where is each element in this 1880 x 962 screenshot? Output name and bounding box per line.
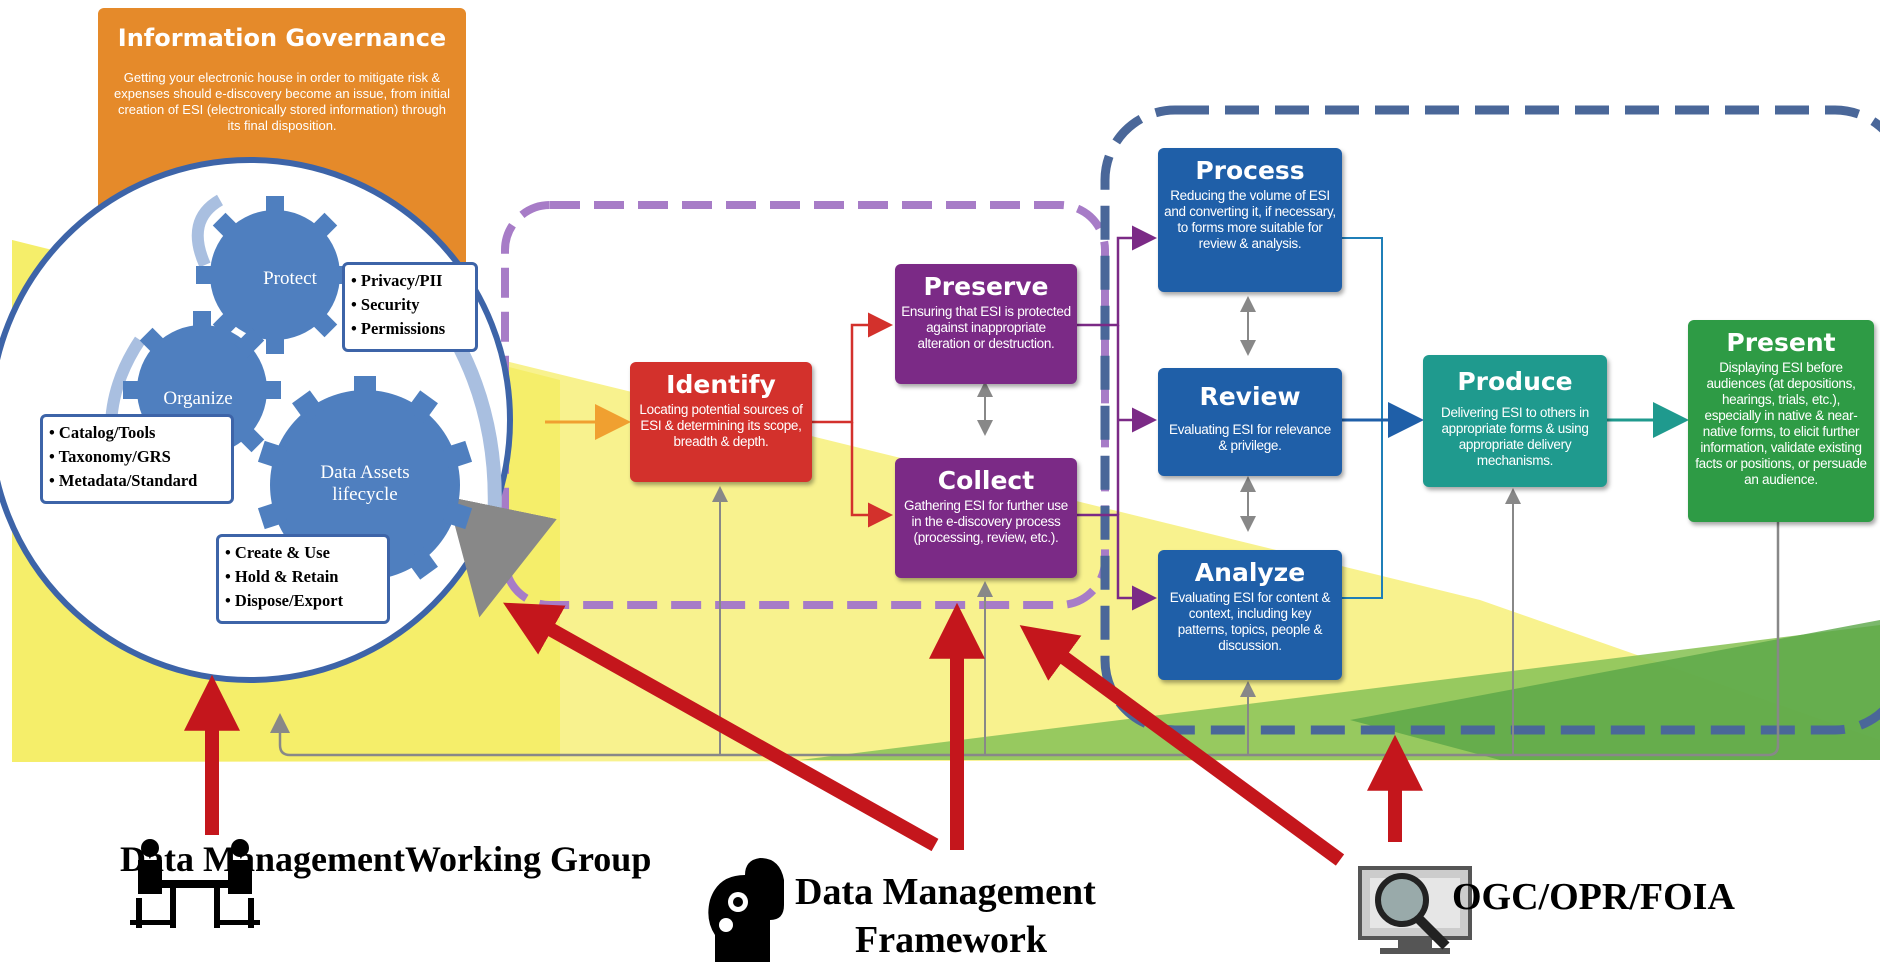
gear-protect-shape [210,210,340,340]
governance-description: Getting your electronic house in order t… [113,70,450,133]
stage-title: Present [1726,328,1836,357]
gear-tooth [406,390,438,423]
gear-tooth [307,307,338,338]
stage-desc: Locating potential sources of ESI & dete… [639,402,803,449]
gear-tooth [139,327,170,358]
gear-tooth [442,500,473,530]
stage-produce: Produce Delivering ESI to others in appr… [1423,355,1607,487]
stage-desc: Delivering ESI to others in appropriate … [1441,405,1589,468]
list-item: • Privacy/PII [351,271,443,290]
gear-tooth [234,422,265,453]
list-item: • Taxonomy/GRS [49,447,171,466]
gear-tooth [257,500,288,530]
stage-title: Identify [666,370,776,399]
meeting-people-icon [130,839,260,928]
protect-list: • Privacy/PII • Security • Permissions [342,262,478,352]
gear-tooth [292,390,324,423]
gear-tooth [257,440,288,470]
gear-tooth [307,212,338,243]
gear-tooth [266,196,284,220]
stage-title: Produce [1457,367,1573,396]
gear-tooth [406,547,438,580]
brain-gears-icon [708,858,784,962]
gear-tooth [266,330,284,354]
gear-tooth [123,381,147,399]
stage-desc: Displaying ESI before audiences (at depo… [1695,360,1867,487]
stage-desc: Evaluating ESI for relevance & privilege… [1169,422,1331,453]
stage-title: Process [1195,156,1305,185]
gear-protect-label: Protect [263,268,317,289]
list-item: • Dispose/Export [225,591,344,610]
list-item: • Permissions [351,319,446,338]
stage-analyze: Analyze Evaluating ESI for content & con… [1158,550,1342,680]
stage-title: Preserve [923,272,1049,301]
stage-present: Present Displaying ESI before audiences … [1688,320,1874,522]
governance-title: Information Governance [117,24,447,52]
organize-list: • Catalog/Tools • Taxonomy/GRS • Metadat… [40,414,234,504]
stage-title: Analyze [1194,558,1306,587]
stage-desc: Evaluating ESI for content & context, in… [1169,590,1331,653]
stage-desc: Gathering ESI for further use in the e-d… [904,498,1068,545]
gear-tooth [196,266,220,284]
gear-tooth [193,311,211,335]
list-item: • Create & Use [225,543,330,562]
stage-review: Review Evaluating ESI for relevance & pr… [1158,368,1342,476]
stage-identify: Identify Locating potential sources of E… [630,362,812,482]
framework-label-line2: Framework [855,919,1048,961]
stage-title: Collect [937,466,1035,495]
lifecycle-list: • Create & Use • Hold & Retain • Dispose… [216,534,390,624]
stage-collect: Collect Gathering ESI for further use in… [895,458,1077,578]
gear-tooth [212,307,243,338]
gear-tooth [234,327,265,358]
working-group-label: Data ManagementWorking Group [120,839,652,879]
gear-organize-label: Organize [163,388,233,409]
stage-desc: Reducing the volume of ESI and convertin… [1164,188,1336,251]
ogc-label: OGC/OPR/FOIA [1452,876,1735,918]
stage-title: Review [1199,382,1301,411]
stage-process: Process Reducing the volume of ESI and c… [1158,148,1342,292]
monitor-magnifier-icon [1358,866,1472,954]
gear-tooth [257,381,281,399]
gear-tooth [212,212,243,243]
stage-preserve: Preserve Ensuring that ESI is protected … [895,264,1077,384]
stage-desc: Ensuring that ESI is protected against i… [901,304,1071,351]
list-item: • Metadata/Standard [49,471,198,490]
list-item: • Hold & Retain [225,567,339,586]
list-item: • Security [351,295,420,314]
gear-tooth [442,440,473,470]
framework-label-line1: Data Management [795,871,1096,913]
list-item: • Catalog/Tools [49,423,156,442]
gear-tooth [354,376,376,400]
gear-lifecycle-label: Data Assets lifecycle [320,462,410,505]
